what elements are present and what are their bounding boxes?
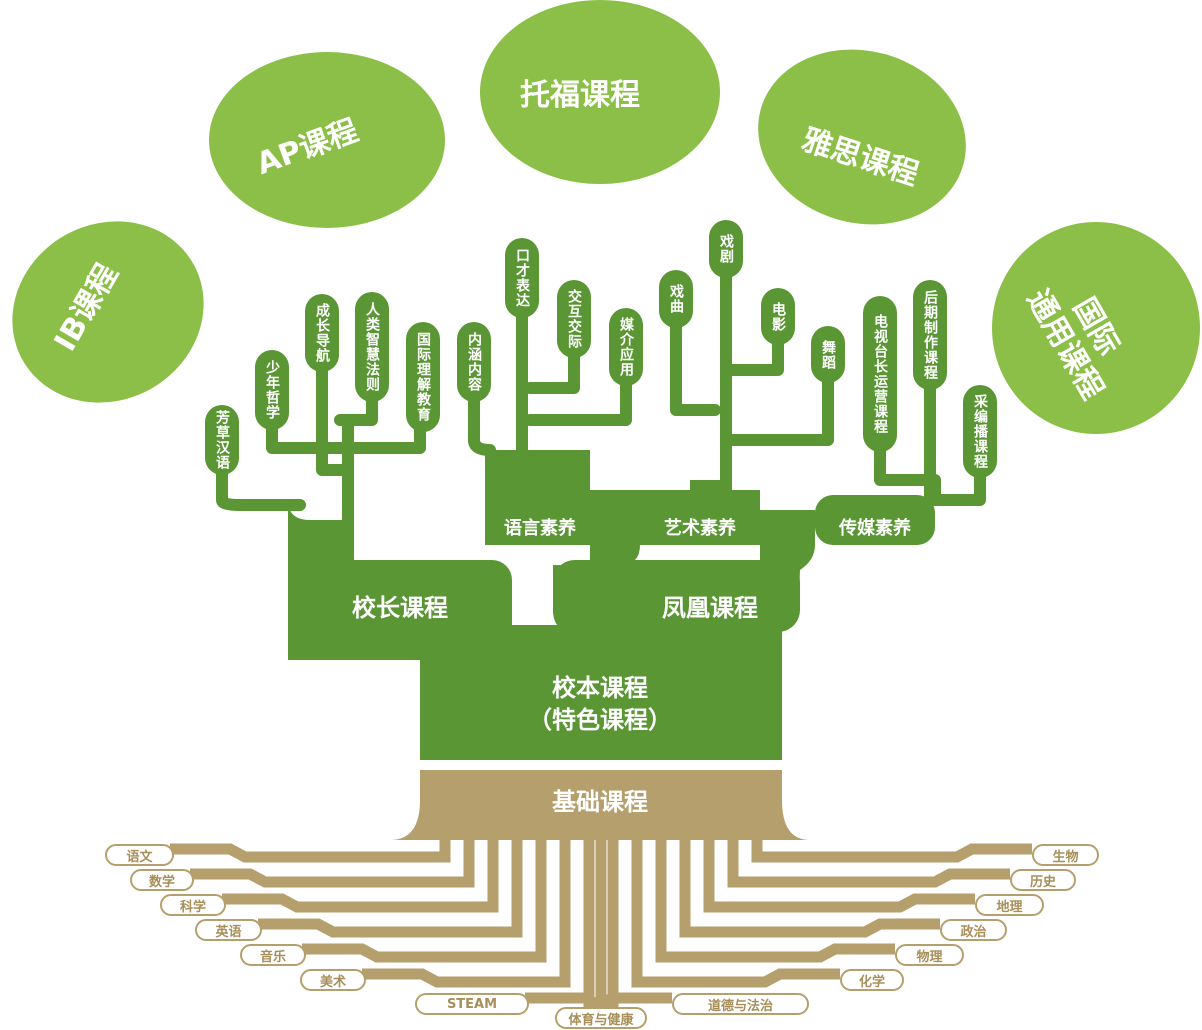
course-leaf: 戏曲 — [659, 270, 693, 328]
root-line — [703, 835, 975, 913]
course-leaf-label: 戏曲 — [668, 284, 684, 314]
root-line — [631, 835, 840, 988]
foundation-subject-label: 历史 — [1029, 874, 1056, 890]
course-leaf-label: 电视台长运营课程 — [872, 314, 888, 434]
course-leaf-label: 采编播课程 — [972, 394, 988, 469]
course-leaf: 口才表达 — [505, 238, 539, 318]
root-line — [170, 835, 451, 863]
foundation-subject: 政治 — [940, 919, 1007, 941]
foundation-subject: STEAM — [415, 993, 529, 1015]
course-leaf: 媒介应用 — [609, 308, 643, 386]
foundation-subject: 化学 — [840, 969, 904, 991]
root-line — [727, 835, 1010, 888]
foundation-subject: 地理 — [975, 894, 1044, 916]
foundation-subject-label: 物理 — [916, 949, 943, 965]
foundation-subject: 道德与法治 — [672, 993, 809, 1015]
foundation-subject-label: 语文 — [126, 849, 153, 865]
course-leaf-label: 内涵内容 — [466, 332, 482, 392]
root-line — [302, 835, 547, 963]
course-leaf: 舞蹈 — [811, 326, 845, 383]
course-leaf-label: 电影 — [770, 301, 786, 332]
foundation-subject: 语文 — [105, 844, 174, 866]
foundation-subject-label: STEAM — [446, 996, 498, 1012]
branches — [216, 270, 986, 566]
toefl-course-label: 托福课程 — [520, 78, 640, 113]
art-literacy-label: 艺术素养 — [664, 518, 736, 539]
course-leaf-label: 交互交际 — [566, 289, 582, 349]
school-based-subtitle: （特色课程） — [528, 706, 672, 734]
root-line — [751, 835, 1032, 863]
foundation-subject-label: 道德与法治 — [707, 998, 773, 1014]
media-literacy-label: 传媒素养 — [839, 518, 911, 539]
course-leaf: 成长导航 — [305, 294, 339, 372]
foundation-subject: 美术 — [300, 969, 366, 991]
foundation-subject-label: 政治 — [960, 924, 987, 940]
course-leaf-label: 芳草汉语 — [214, 410, 230, 470]
foundation-subject-label: 美术 — [319, 974, 346, 990]
foundation-band — [390, 770, 810, 840]
root-line — [222, 835, 499, 913]
foundation-subject: 科学 — [160, 894, 226, 916]
foundation-subject-label: 英语 — [215, 924, 242, 940]
root-line — [258, 835, 523, 938]
course-leaf: 电影 — [761, 288, 795, 345]
course-leaf-label: 口才表达 — [514, 248, 530, 308]
course-leaf-label: 少年哲学 — [264, 360, 280, 420]
foundation-subject-label: 音乐 — [259, 949, 286, 965]
language-literacy-label: 语言素养 — [504, 518, 576, 539]
root-line — [190, 835, 475, 888]
foundation-subject: 数学 — [130, 869, 194, 891]
trunk — [288, 450, 935, 760]
root-line — [362, 835, 571, 988]
foundation-subject: 生物 — [1032, 844, 1099, 866]
toefl-oval — [480, 0, 720, 184]
course-leaf: 后期制作课程 — [913, 280, 947, 390]
foundation-subject: 物理 — [895, 944, 964, 966]
course-leaf: 交互交际 — [557, 280, 591, 358]
school-based-title: 校本课程 — [552, 674, 648, 702]
course-leaf: 人类智慧法则 — [355, 292, 389, 402]
foundation-subject-label: 科学 — [179, 899, 206, 915]
course-leaf-label: 国际理解教育 — [415, 332, 431, 422]
foundation-subject: 历史 — [1010, 869, 1076, 891]
course-leaf-label: 后期制作课程 — [922, 290, 938, 380]
foundation-subject-label: 地理 — [996, 899, 1023, 915]
ap-oval — [209, 52, 445, 228]
root-line — [679, 835, 940, 938]
ielts-oval — [758, 49, 966, 225]
course-leaf: 芳草汉语 — [205, 405, 239, 475]
course-leaf: 少年哲学 — [255, 350, 289, 430]
principal-course-label: 校长课程 — [352, 594, 448, 622]
root-line — [655, 835, 895, 963]
course-leaf: 采编播课程 — [963, 385, 997, 478]
foundation-subject: 英语 — [195, 919, 262, 941]
course-leaf: 电视台长运营课程 — [863, 296, 897, 452]
foundation-subject-label: 生物 — [1052, 849, 1079, 865]
foundation-subject: 音乐 — [240, 944, 306, 966]
foundation-subject-label: 化学 — [858, 974, 885, 990]
course-leaf-label: 媒介应用 — [618, 317, 634, 377]
course-leaf-label: 舞蹈 — [820, 339, 836, 370]
course-leaf: 戏剧 — [709, 220, 743, 278]
phoenix-course-label: 凤凰课程 — [662, 594, 758, 622]
foundation-subject-label: 数学 — [148, 874, 175, 890]
course-leaf-label: 成长导航 — [314, 303, 330, 363]
course-leaf-label: 戏剧 — [718, 234, 734, 264]
ib-oval — [12, 221, 204, 403]
foundation-subject: 体育与健康 — [555, 1007, 647, 1029]
course-leaf-label: 人类智慧法则 — [364, 302, 380, 392]
course-leaf: 国际理解教育 — [406, 322, 440, 432]
general-oval — [992, 222, 1200, 434]
foundation-subject-label: 体育与健康 — [568, 1012, 634, 1028]
foundation-course-label: 基础课程 — [552, 788, 648, 816]
root-line — [594, 835, 672, 1012]
course-leaf: 内涵内容 — [457, 322, 491, 402]
